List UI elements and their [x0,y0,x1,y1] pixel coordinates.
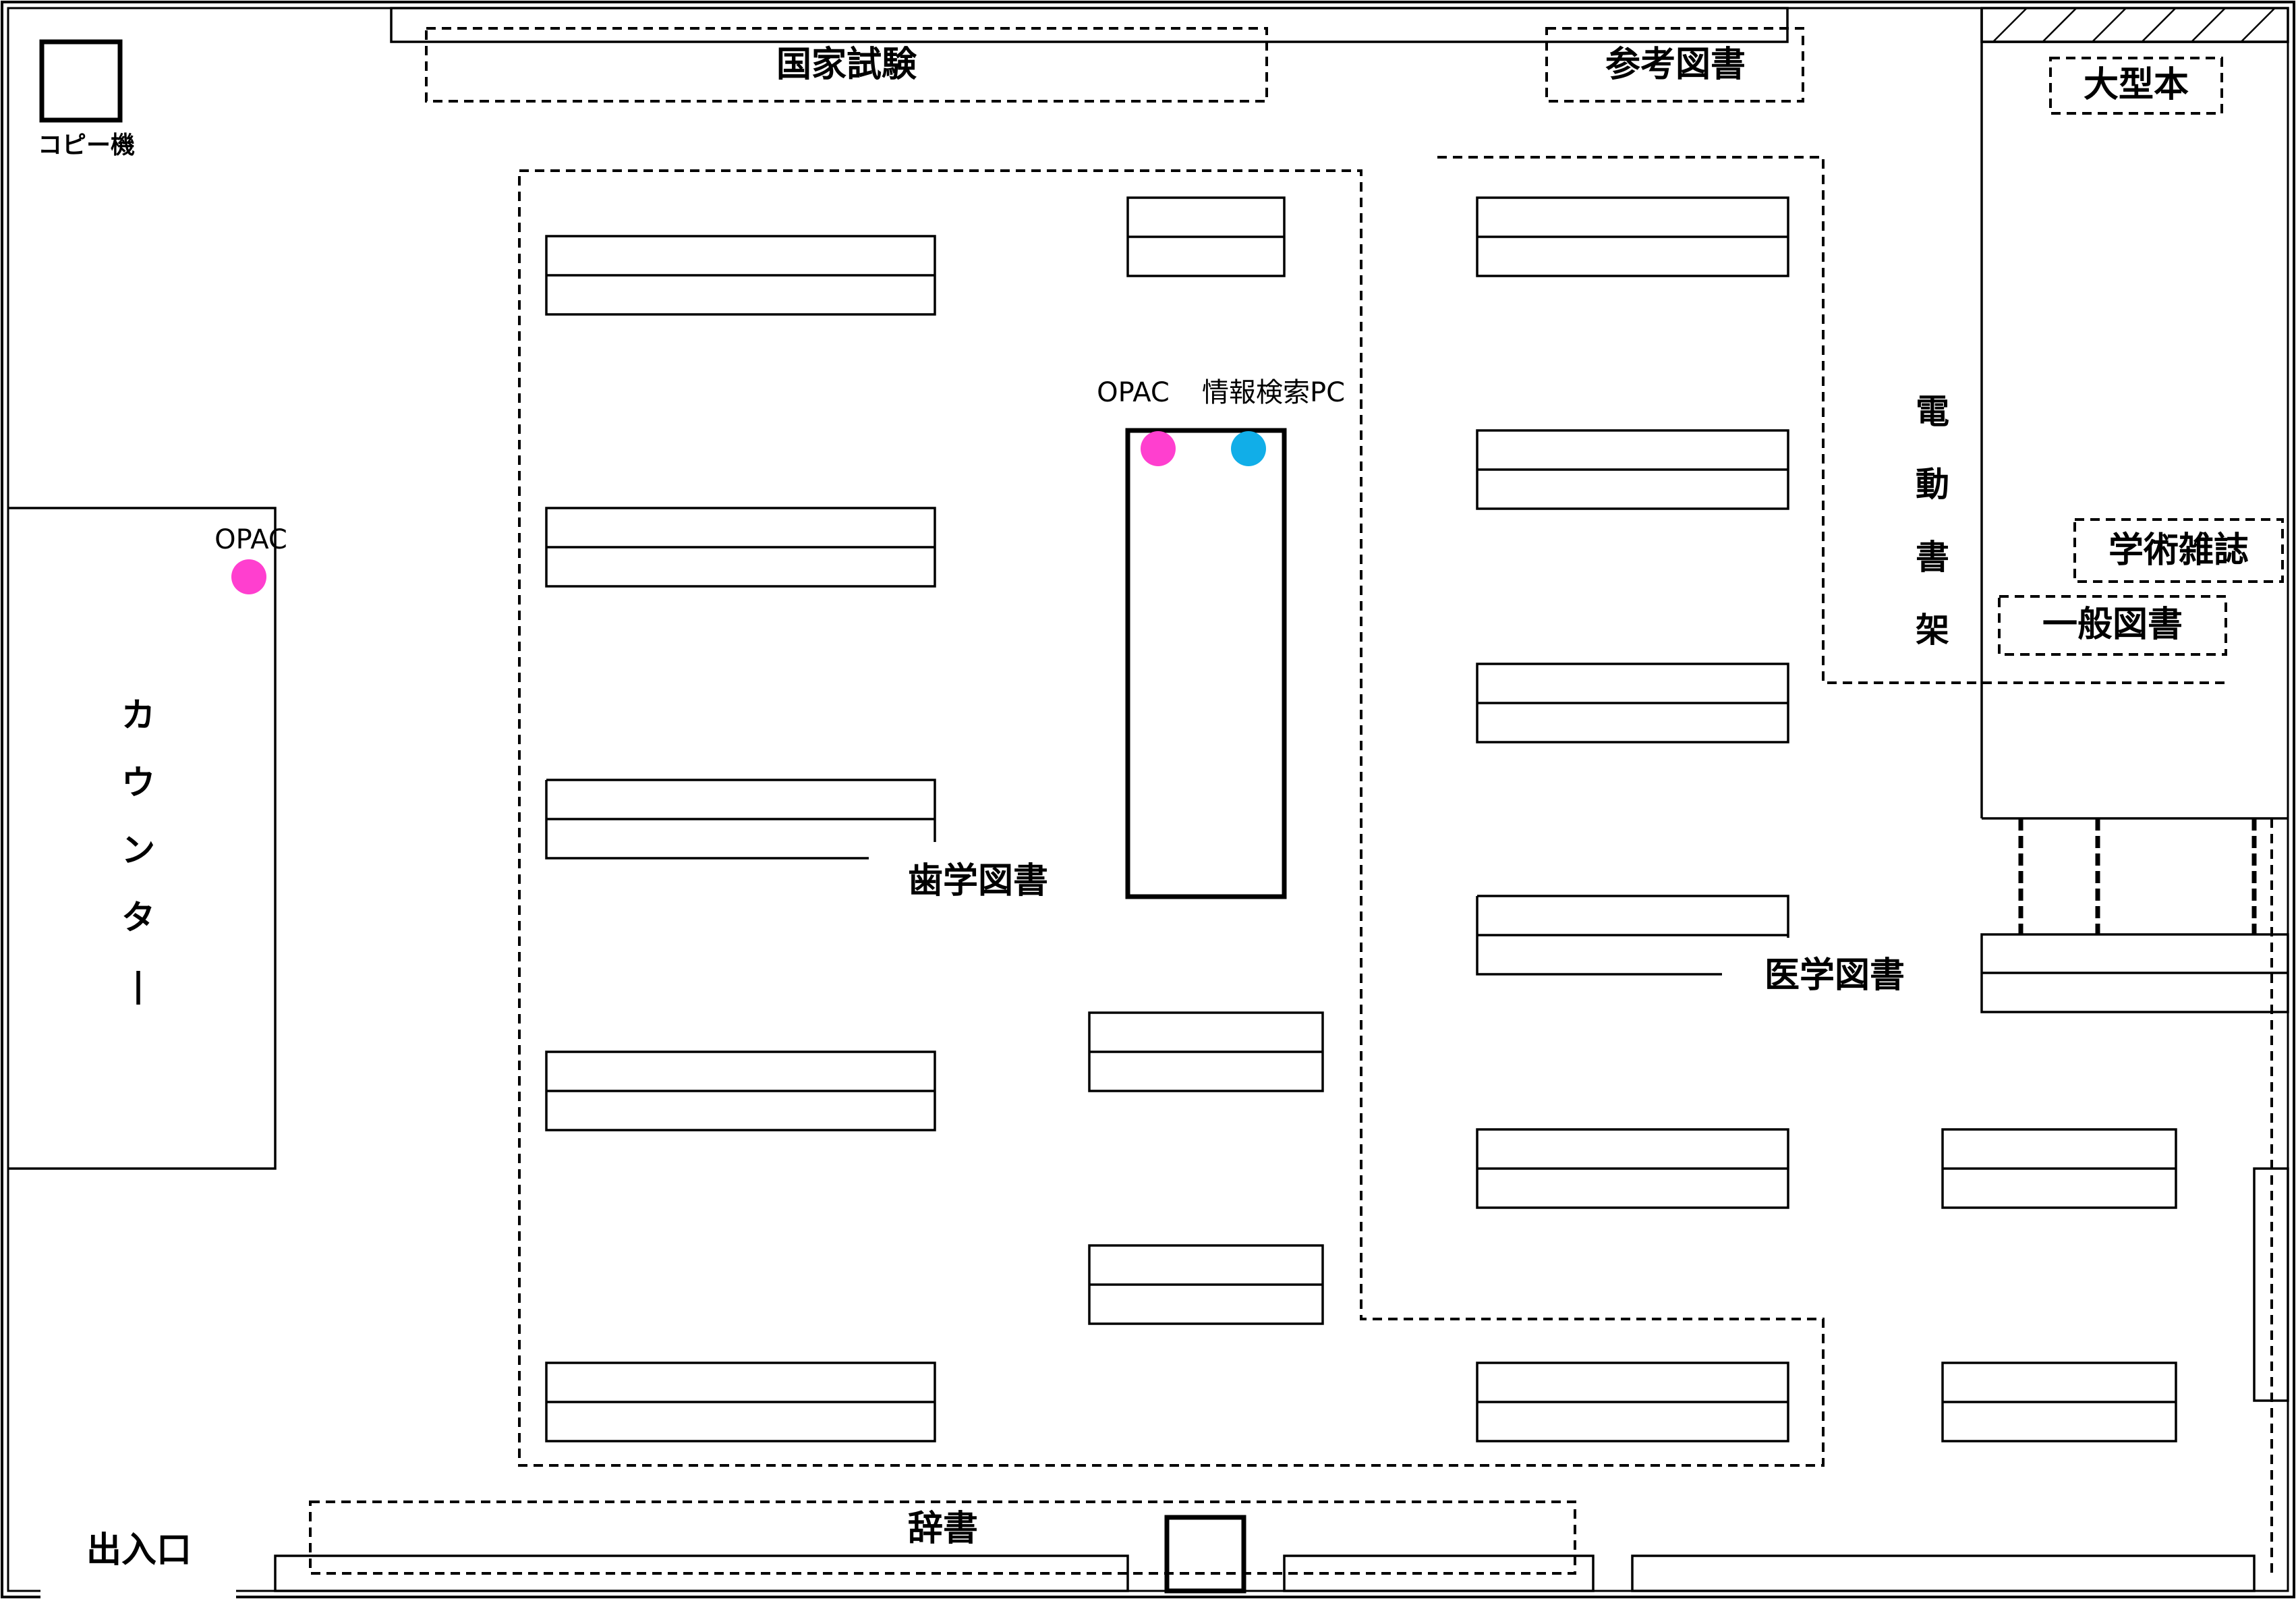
counter-outline [8,507,277,1170]
opac-label-left: OPAC [214,524,287,555]
medical-books-label: 医学図書 [1764,955,1905,996]
vertical-char: 書 [1916,538,1949,577]
general-books-zone [1998,595,2227,656]
opac-label-center: OPAC [1097,377,1170,408]
reference-label: 参考図書 [1605,45,1746,85]
pc-table [1125,428,1287,899]
vertical-char: 架 [1916,611,1949,650]
dental-shelf-3 [545,779,936,860]
dental-books-label: 歯学図書 [907,861,1049,901]
vertical-char: ン [121,831,155,870]
journals-label: 学術雑誌 [2108,530,2249,571]
power-shelves-label: 電動書架 [1916,375,1949,667]
medical-shelf-4 [1476,895,1789,976]
search-pc-marker[interactable] [1231,431,1266,466]
bottom-shelf-1 [274,1554,1129,1592]
national-exam-zone [425,27,1268,103]
bottom-post [1164,1515,1246,1594]
hatched-wall [1980,7,2289,43]
vertical-char: 動 [1916,465,1949,504]
top-shelf [390,7,1789,43]
opac-marker-left[interactable] [231,559,266,594]
bottom-shelf-3 [1631,1554,2256,1592]
copier-label: コピー機 [38,132,136,159]
vertical-char: ウ [121,763,155,802]
vertical-char: 電 [1916,392,1949,431]
vertical-char: タ [121,898,155,937]
general-books-label: 一般図書 [2042,605,2183,645]
search-pc-label: 情報検索PC [1201,377,1346,408]
dictionaries-label: 辞書 [907,1509,979,1549]
journals-zone [2073,518,2284,583]
national-exam-label: 国家試験 [776,45,917,85]
copier-box [39,39,123,123]
bottom-shelf-2 [1283,1554,1595,1592]
medical-zone [1437,156,2226,684]
vertical-char: カ [121,696,155,735]
opac-marker-center[interactable] [1141,431,1176,466]
oversized-zone [2049,57,2223,115]
dental-zone [518,169,1825,1467]
vertical-char: | [132,965,145,1005]
oversized-label: 大型本 [2083,65,2189,105]
counter-label: カウンタ | [121,681,155,1019]
entrance-gap [40,1579,236,1599]
entrance-label: 出入口 [86,1530,192,1571]
reference-zone [1545,27,1804,103]
